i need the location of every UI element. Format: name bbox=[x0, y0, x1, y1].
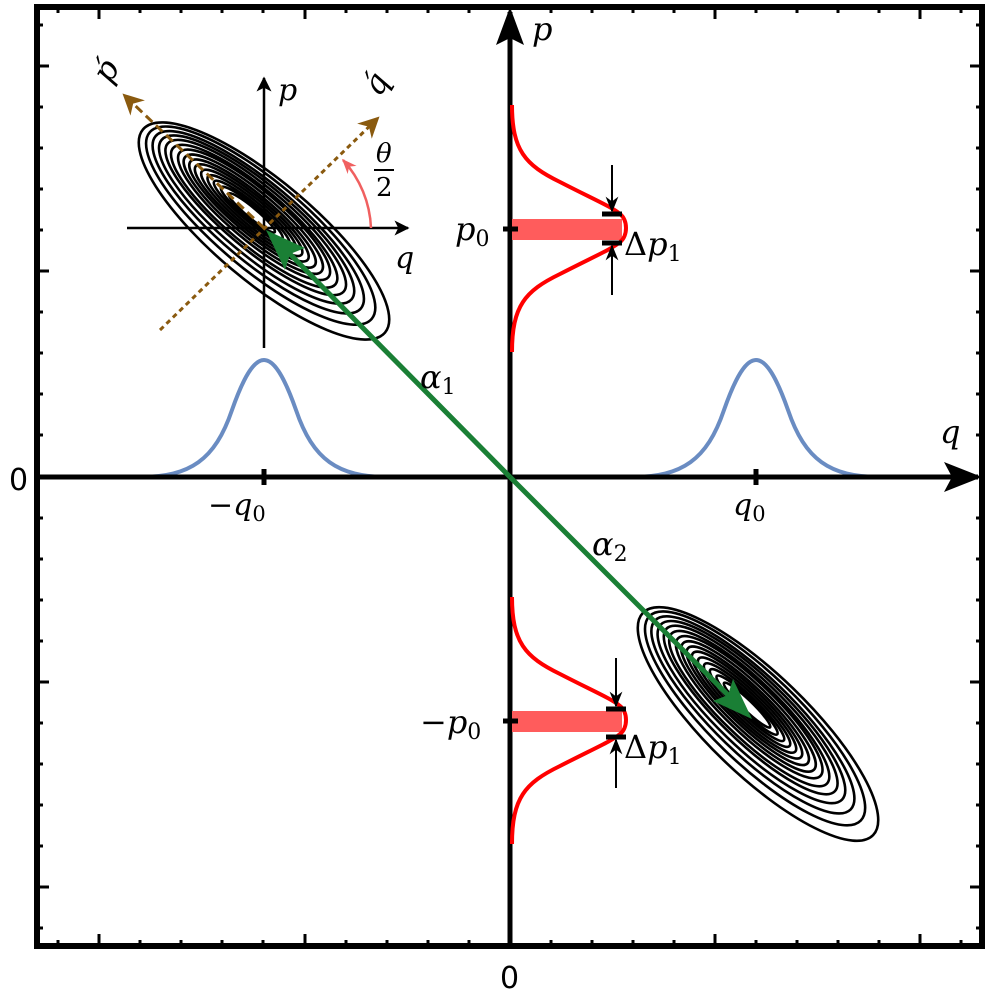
rotated-q-label: q́ bbox=[354, 65, 397, 102]
right-ticks bbox=[970, 23, 982, 930]
band-minus-p0 bbox=[512, 711, 622, 732]
p0-label: p0 bbox=[455, 210, 489, 252]
left-ticks bbox=[37, 23, 49, 930]
angle-arc bbox=[341, 158, 373, 229]
gaussian-q-left bbox=[139, 357, 389, 479]
p-axis-label: p bbox=[532, 10, 552, 48]
p-axis-arrowhead bbox=[496, 7, 524, 45]
inset-q-label: q bbox=[395, 241, 414, 276]
gaussian-p-lower bbox=[510, 596, 628, 845]
minus-q0-label: −q0 bbox=[208, 488, 266, 526]
rotated-q-axis bbox=[158, 116, 380, 332]
gaussian-p-upper bbox=[510, 104, 628, 353]
gaussian-q-right bbox=[631, 357, 881, 479]
q0-label: q0 bbox=[733, 488, 766, 526]
minus-p0-label: −p0 bbox=[420, 703, 481, 745]
bottom-ticks bbox=[56, 934, 963, 946]
band-p0 bbox=[512, 219, 622, 240]
q-axis-arrowhead bbox=[944, 462, 982, 492]
svg-text:θ: θ bbox=[376, 139, 392, 169]
q-axis-label: q bbox=[940, 413, 960, 451]
delta-p1-lower-label: Δp1 bbox=[624, 728, 682, 770]
displacement-arrow-alpha1 bbox=[266, 230, 512, 479]
displacement-arrow-alpha2 bbox=[508, 475, 752, 719]
svg-text:2: 2 bbox=[376, 173, 393, 203]
left-zero-label: 0 bbox=[9, 463, 28, 498]
bottom-zero-label: 0 bbox=[500, 961, 519, 996]
theta-half-label: θ 2 bbox=[374, 139, 394, 203]
alpha2-label: α2 bbox=[592, 525, 628, 567]
top-ticks bbox=[56, 7, 963, 19]
inset-p-label: p bbox=[278, 73, 297, 108]
rotated-p-label: ṕ bbox=[84, 52, 127, 89]
delta-p1-upper-label: Δp1 bbox=[624, 225, 682, 267]
alpha1-label: α1 bbox=[420, 358, 456, 400]
rotated-p-axis bbox=[122, 93, 266, 230]
